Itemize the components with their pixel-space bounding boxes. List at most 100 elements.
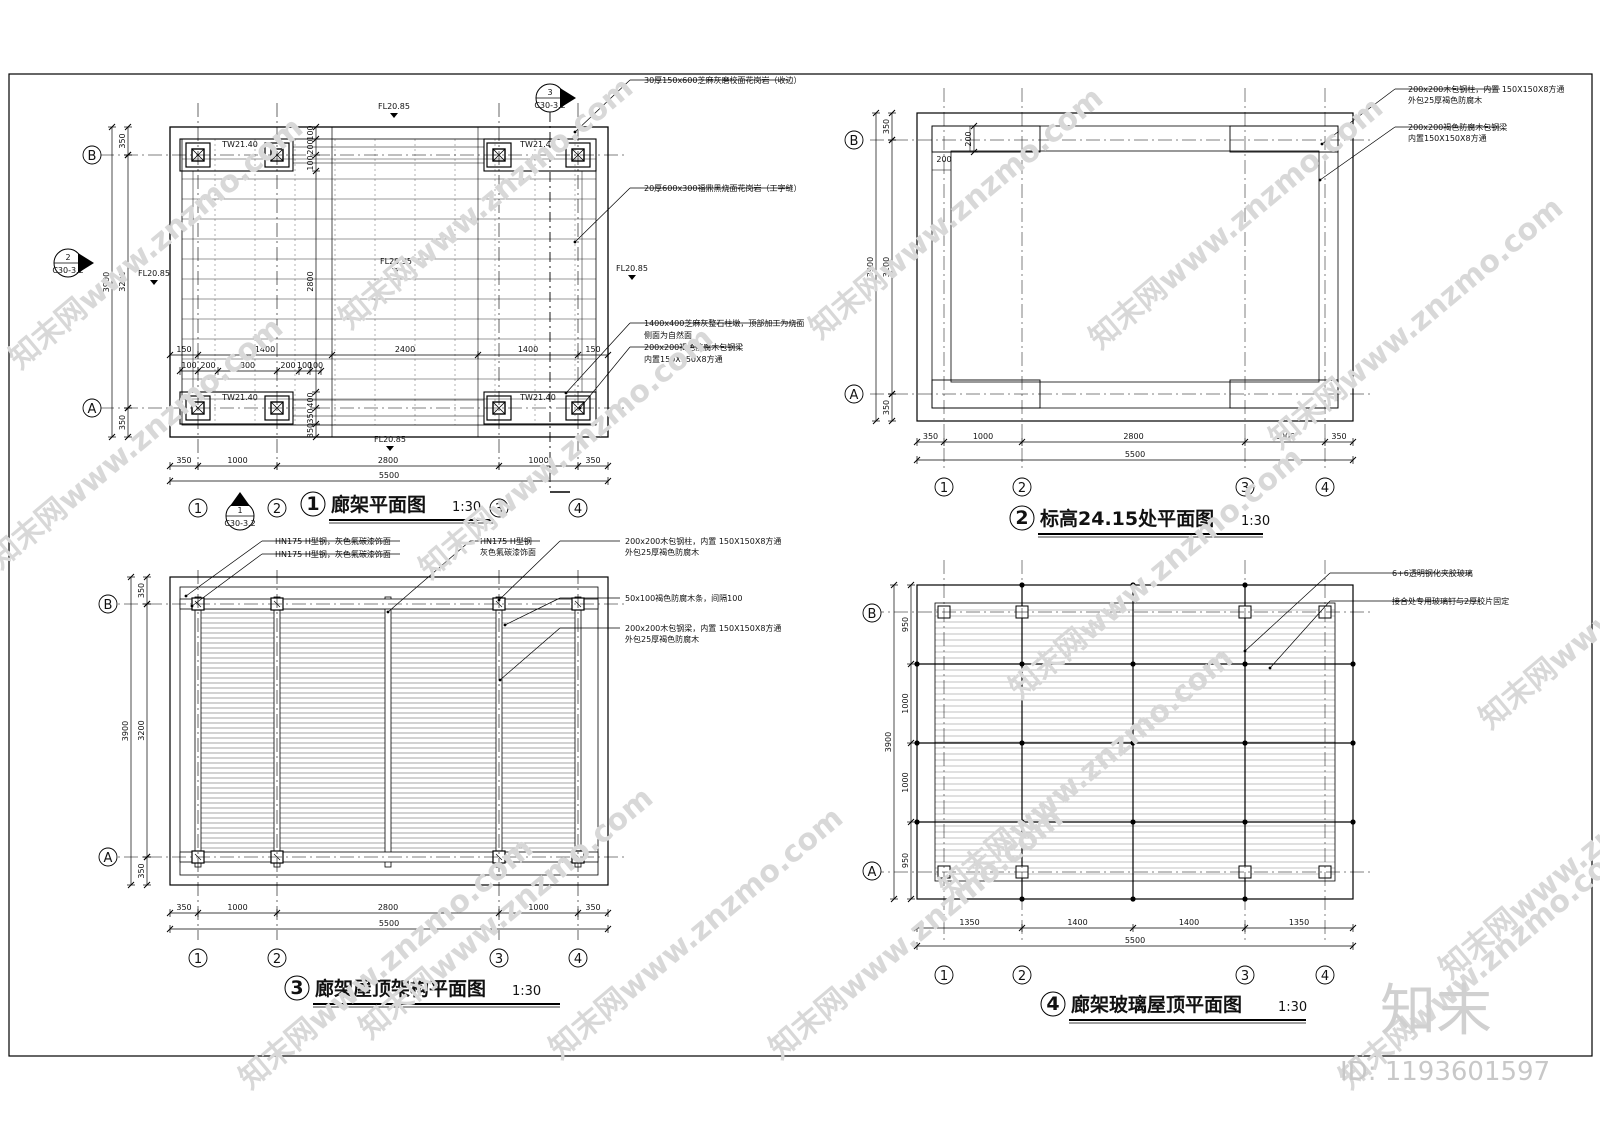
level-col-4-label: 4 bbox=[1321, 481, 1329, 496]
plan-dim-v-outer-value: 3900 bbox=[102, 272, 111, 292]
level-row-B-circle bbox=[844, 130, 864, 150]
frame-beam-border bbox=[179, 586, 599, 876]
plan-col-2-circle bbox=[267, 498, 287, 518]
plan-dim-v-top-value: 350 bbox=[118, 133, 127, 148]
glass-clip bbox=[1019, 819, 1025, 825]
plan-paving-border bbox=[181, 138, 597, 426]
frame-note-7-leader bbox=[504, 597, 561, 626]
level-dim-bottom-value: 1000 bbox=[973, 432, 993, 441]
level-dim-total-slash bbox=[1349, 456, 1357, 464]
plan-dim-v-col-value: 400 bbox=[306, 392, 315, 407]
level-right-text: FL20.85 bbox=[616, 264, 648, 273]
level-dim-bottom-slash bbox=[1018, 438, 1026, 446]
glass-dim-bottom-slash bbox=[1018, 924, 1026, 932]
level-right-marker bbox=[628, 275, 636, 280]
glass-clip bbox=[1130, 582, 1136, 588]
glass-clip bbox=[914, 740, 920, 746]
frame-note-6: 外包25厚褐色防腐木 bbox=[625, 547, 699, 557]
frame-row-B-circle bbox=[98, 594, 118, 614]
plan-outline bbox=[169, 126, 609, 438]
glass-row-A-label: A bbox=[868, 865, 877, 880]
frame-dim-total-slash bbox=[604, 925, 612, 933]
plan-dim-v-bot-slash bbox=[124, 404, 132, 412]
frame-note-8: 200x200木包钢梁，内置 150X150X8方通 bbox=[625, 623, 781, 633]
plan-dim-v-inner-value: 3200 bbox=[118, 271, 127, 291]
level-scale: 1:30 bbox=[1241, 514, 1270, 529]
level-row-B-label: B bbox=[850, 134, 859, 149]
glass-col-3-label: 3 bbox=[1241, 969, 1249, 984]
frame-note-1-leader bbox=[185, 540, 263, 597]
plan-dim-v-col-value: 350 bbox=[306, 423, 315, 438]
level-dim-bottom-slash bbox=[1241, 438, 1249, 446]
plan-dim-v-col-slash bbox=[312, 388, 320, 396]
glass-dim-v-value: 1000 bbox=[901, 693, 910, 713]
plan-dim-v-col-value: 100 bbox=[306, 125, 315, 140]
level-note-3-leader bbox=[1319, 126, 1396, 181]
frame-note-3-leader bbox=[387, 540, 471, 613]
glass-dim-bottom-value: 1400 bbox=[1067, 918, 1087, 927]
frame-dim-v-bot-value: 350 bbox=[137, 863, 146, 878]
plan-dim-top-slash bbox=[604, 351, 612, 359]
level-dim-bottom-value: 350 bbox=[923, 432, 938, 441]
glass-col-3-circle bbox=[1235, 965, 1255, 985]
watermark-site: 知末网www.znzmo.com bbox=[1003, 440, 1310, 706]
plan-note-2-leader bbox=[574, 187, 631, 243]
plan-dim-bottom-slash bbox=[194, 462, 202, 470]
level-left-marker bbox=[150, 280, 158, 285]
plan-dim-sub-slash bbox=[317, 367, 325, 375]
plan-col-4-label: 4 bbox=[574, 502, 582, 517]
glass-dim-v-slash bbox=[907, 739, 915, 747]
plan-dim-v-col-value: 100 bbox=[306, 155, 315, 170]
frame-dim-bottom-value: 1000 bbox=[528, 903, 548, 912]
frame-note-2-leader bbox=[191, 553, 263, 607]
glass-clip bbox=[1242, 740, 1248, 746]
plan-dim-bottom-value: 1000 bbox=[528, 456, 548, 465]
plan-dim-v-bot-value: 350 bbox=[118, 415, 127, 430]
frame-h-beam bbox=[384, 596, 392, 868]
section-mark-3-arrow bbox=[560, 88, 576, 108]
level-dim-small-v-value: 200 bbox=[964, 131, 973, 146]
tw-label: TW21.40 bbox=[519, 393, 556, 402]
glass-dim-bottom-value: 1350 bbox=[1289, 918, 1309, 927]
frame-note-5-leader bbox=[498, 540, 561, 601]
plan-dim-total-slash bbox=[604, 477, 612, 485]
watermark-site: 知末网www.znzmo.com bbox=[1263, 190, 1570, 456]
frame-row-A-circle bbox=[98, 847, 118, 867]
plan-dim-v-col-slash bbox=[312, 420, 320, 428]
frame-dim-total-slash bbox=[166, 925, 174, 933]
level-beam-block bbox=[931, 125, 1041, 153]
frame-note-2-leader-dot bbox=[190, 604, 194, 608]
level-bottom-marker bbox=[386, 446, 394, 451]
glass-col-1-circle bbox=[934, 965, 954, 985]
level-dim-total-slash bbox=[913, 456, 921, 464]
frame-dim-v-top-slash bbox=[143, 573, 151, 581]
level-col-1-circle bbox=[934, 477, 954, 497]
plan-note-4: 侧面为自然面 bbox=[644, 330, 692, 340]
plan-dim-sub-value: 200 bbox=[200, 361, 215, 370]
glass-note-2-leader-dot bbox=[1268, 666, 1272, 670]
plan-dim-v-col-value: 350 bbox=[306, 408, 315, 423]
level-title: 标高24.15处平面图 bbox=[1040, 507, 1214, 530]
glass-dim-bottom-value: 1350 bbox=[959, 918, 979, 927]
glass-note-1-leader bbox=[1244, 572, 1331, 652]
plan-dim-top-value: 150 bbox=[176, 345, 191, 354]
frame-dim-v-top-value: 350 bbox=[137, 583, 146, 598]
plan-dim-sub-slash bbox=[194, 367, 202, 375]
plan-dim-bottom-slash bbox=[166, 462, 174, 470]
level-col-4-circle bbox=[1315, 477, 1335, 497]
level-dim-small-v-slash bbox=[970, 122, 978, 130]
level-note-1-leader-dot bbox=[1320, 142, 1324, 146]
level-col-2-label: 2 bbox=[1018, 481, 1026, 496]
level-dim-total-value: 5500 bbox=[1125, 450, 1145, 459]
plan-dim-top-slash bbox=[474, 351, 482, 359]
glass-clip bbox=[1019, 740, 1025, 746]
glass-dim-total-slash bbox=[913, 942, 921, 950]
plan-dim-sub-value: 100 bbox=[181, 361, 196, 370]
plan-title: 廊架平面图 bbox=[331, 493, 426, 516]
frame-note-4: 灰色氟碳漆饰面 bbox=[480, 547, 536, 557]
plan-col-4-circle bbox=[568, 498, 588, 518]
glass-dim-total-value: 5500 bbox=[1125, 936, 1145, 945]
frame-dim-bottom-value: 350 bbox=[176, 903, 191, 912]
